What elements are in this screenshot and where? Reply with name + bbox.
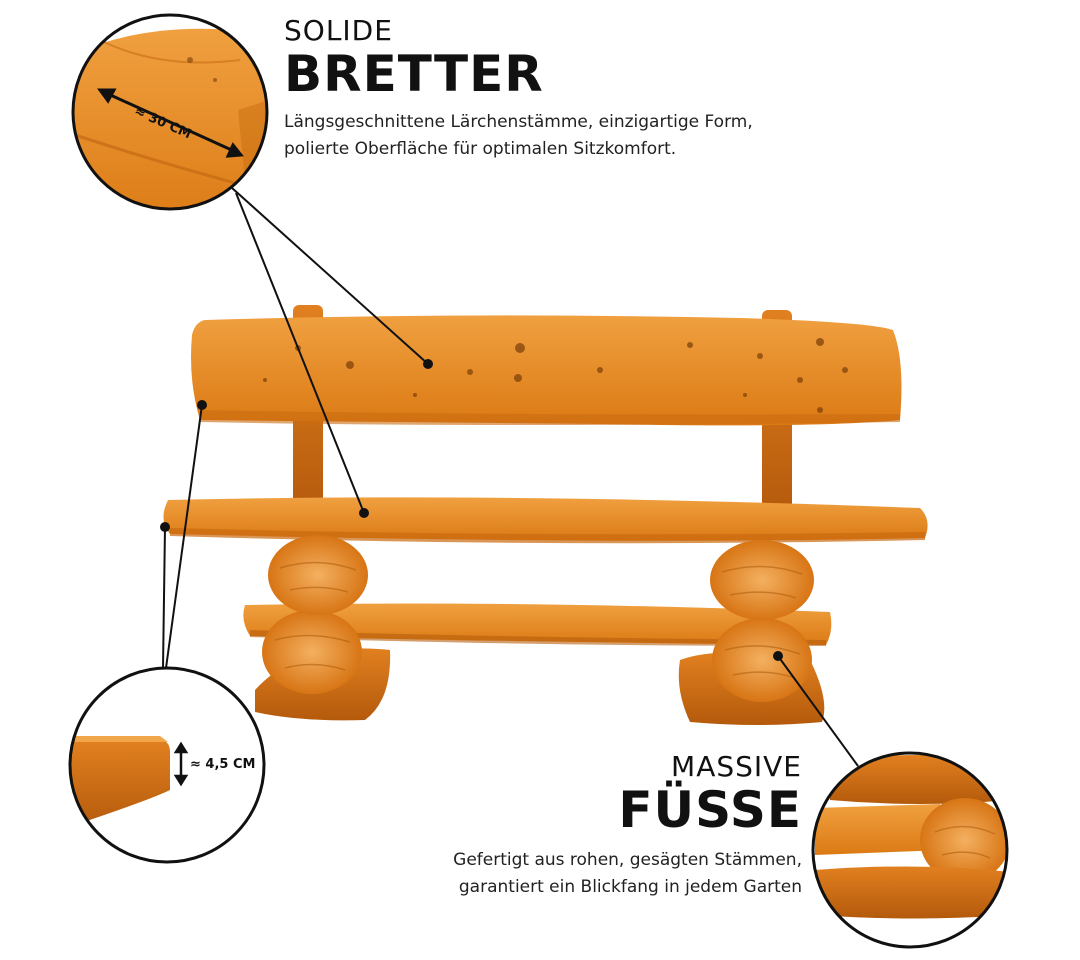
top-feature-description-line1: Längsgeschnittene Lärchenstämme, einziga… — [284, 112, 753, 132]
feet-detail-circle — [811, 751, 1009, 949]
top-feature-kicker: SOLIDE — [284, 14, 393, 47]
bottom-feature-kicker: MASSIVE — [671, 750, 802, 783]
bottom-feature: MASSIVE FÜSSE Gefertigt aus rohen, gesäg… — [380, 750, 802, 901]
stretcher-beam — [243, 603, 832, 646]
edge-detail-circle — [68, 666, 266, 864]
backrest-board — [191, 315, 902, 426]
bottom-feature-description-line1: Gefertigt aus rohen, gesägten Stämmen, — [453, 850, 802, 870]
left-leg — [255, 535, 391, 721]
board-detail-circle — [71, 13, 269, 211]
top-feature-title: BRETTER — [284, 45, 544, 103]
edge-thickness-label: ≈ 4,5 CM — [190, 757, 256, 772]
callout-points — [160, 359, 783, 661]
seat-board — [163, 497, 928, 544]
bottom-feature-title: FÜSSE — [618, 781, 802, 839]
bottom-feature-description-line2: garantiert ein Blickfang in jedem Garten — [458, 877, 802, 897]
callout-lines — [162, 187, 859, 767]
top-feature: SOLIDE BRETTER Längsgeschnittene Lärchen… — [284, 14, 844, 163]
top-feature-description-line2: polierte Oberfläche für optimalen Sitzko… — [284, 139, 677, 159]
